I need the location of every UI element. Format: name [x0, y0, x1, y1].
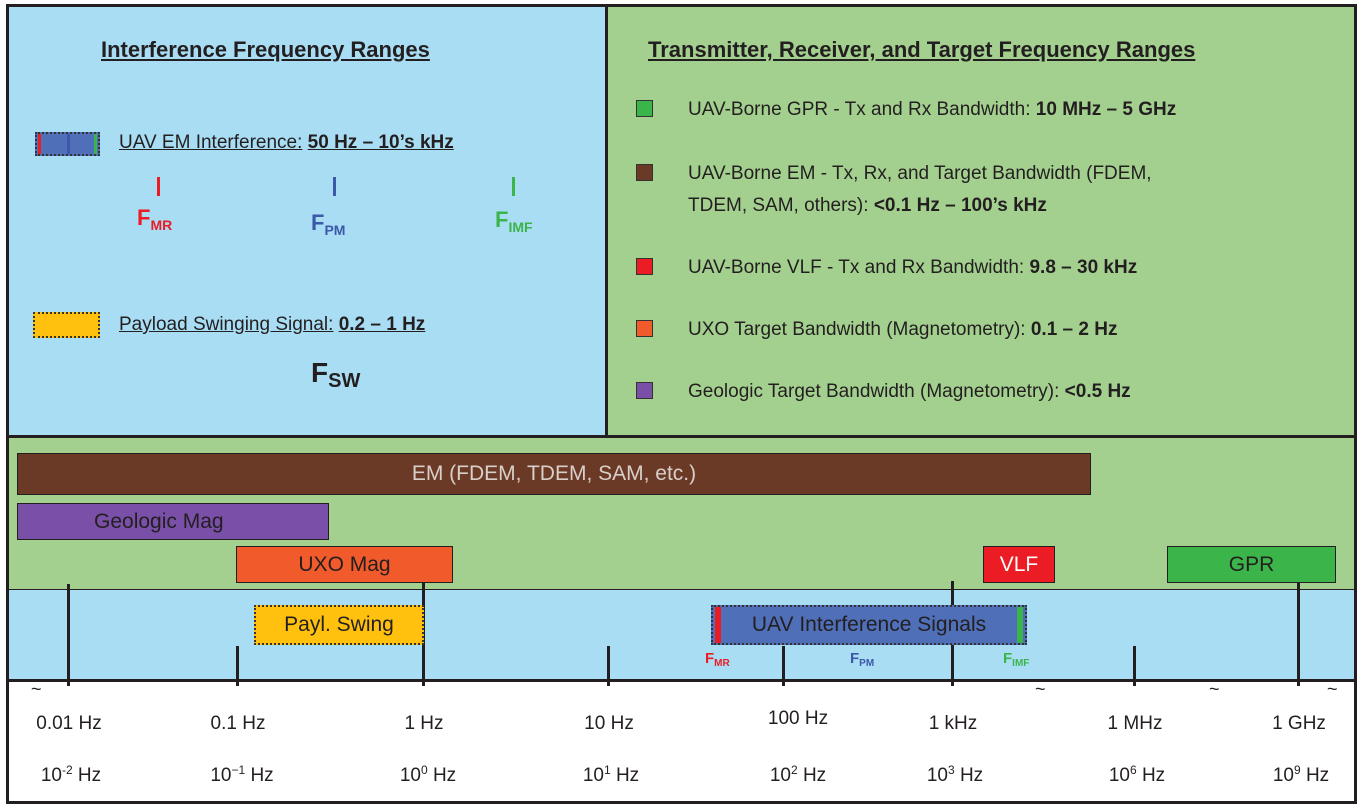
vlf-bar: VLF [983, 546, 1055, 583]
bar-f-imf-label: FIMF [1003, 650, 1030, 669]
payload-label: Payload Swinging Signal: [119, 314, 334, 335]
axis-power-3: 101 Hz [582, 763, 640, 786]
uxo-mag-bar: UXO Mag [236, 546, 453, 583]
bar-f-pm-label: FPM [850, 650, 875, 669]
axis-power-2: 100 Hz [399, 763, 457, 786]
em-bar: EM (FDEM, TDEM, SAM, etc.) [17, 453, 1091, 495]
tick-0-01hz [67, 584, 70, 686]
axis-power-0: 10-2 Hz [40, 763, 102, 786]
axis-label-0-1hz: 0.1 Hz [210, 713, 266, 734]
f-mr-band [715, 607, 721, 643]
f-imf-marker [512, 177, 515, 196]
axis-power-4: 102 Hz [769, 763, 827, 786]
payload-swatch [33, 312, 100, 338]
interference-panel: Interference Frequency Ranges UAV EM Int… [6, 4, 608, 438]
frequency-scale-panel: EM (FDEM, TDEM, SAM, etc.) Geologic Mag … [6, 435, 1357, 804]
f-mr-label: FMR [137, 205, 173, 233]
payload-swing-bar: Payl. Swing [254, 605, 424, 645]
f-pm-marker [333, 177, 336, 196]
axis-label-100hz: 100 Hz [767, 708, 829, 729]
transmitter-panel: Transmitter, Receiver, and Target Freque… [605, 4, 1357, 438]
f-imf-label: FIMF [495, 207, 533, 235]
axis-label-1hz: 1 Hz [404, 713, 444, 734]
uav-interference-label: UAV Interference Signals [751, 613, 987, 636]
bar-f-mr-label: FMR [705, 650, 730, 669]
gpr-bar: GPR [1167, 546, 1336, 583]
uav-em-interference-text: UAV EM Interference: 50 Hz – 10’s kHz [119, 132, 454, 154]
axis-label-1ghz: 1 GHz [1272, 713, 1326, 734]
axis-break-3: ~ [1209, 679, 1220, 699]
legend-em-text-line1: UAV-Borne EM - Tx, Rx, and Target Bandwi… [688, 163, 1152, 184]
axis-line [9, 679, 1354, 682]
f-imf-band [1017, 607, 1023, 643]
axis-label-1mhz: 1 MHz [1107, 713, 1163, 734]
legend-em-swatch [636, 164, 653, 181]
uav-em-label: UAV EM Interference: [119, 132, 303, 153]
tick-1ghz [1297, 578, 1300, 686]
legend-vlf-text: UAV-Borne VLF - Tx and Rx Bandwidth: 9.8… [688, 257, 1138, 278]
payload-range: 0.2 – 1 Hz [338, 314, 426, 335]
legend-em-text-line2: TDEM, SAM, others): <0.1 Hz – 100’s kHz [688, 195, 1047, 216]
f-mr-marker [157, 177, 160, 196]
legend-geologic-swatch [636, 382, 653, 399]
legend-vlf-swatch [636, 258, 653, 275]
uav-em-range: 50 Hz – 10’s kHz [307, 132, 454, 153]
legend-geologic-text: Geologic Target Bandwidth (Magnetometry)… [688, 381, 1131, 402]
f-pm-label: FPM [311, 210, 346, 238]
axis-break-2: ~ [1035, 679, 1046, 699]
axis-break-4: ~ [1327, 679, 1338, 699]
axis-label-1khz: 1 kHz [928, 713, 978, 734]
axis-power-6: 106 Hz [1108, 763, 1166, 786]
uav-em-swatch [35, 132, 100, 156]
transmitter-heading: Transmitter, Receiver, and Target Freque… [648, 37, 1196, 62]
interference-band [9, 589, 1354, 680]
tick-1mhz [1133, 646, 1136, 686]
axis-label-0-01hz: 0.01 Hz [36, 713, 102, 734]
axis-label-10hz: 10 Hz [584, 713, 634, 734]
tick-10hz [607, 646, 610, 686]
payload-swinging-text: Payload Swinging Signal: 0.2 – 1 Hz [119, 314, 425, 336]
legend-gpr-swatch [636, 100, 653, 117]
uav-interference-bar: UAV Interference Signals [711, 605, 1027, 645]
f-sw-label: FSW [311, 357, 361, 392]
legend-uxo-text: UXO Target Bandwidth (Magnetometry): 0.1… [688, 319, 1118, 340]
axis-power-1: 10−1 Hz [210, 763, 274, 786]
axis-break-1: ~ [31, 679, 42, 699]
legend-gpr-text: UAV-Borne GPR - Tx and Rx Bandwidth: 10 … [688, 99, 1177, 120]
axis-power-5: 103 Hz [926, 763, 984, 786]
tick-0-1hz [236, 646, 239, 686]
axis-power-7: 109 Hz [1272, 763, 1330, 786]
interference-heading: Interference Frequency Ranges [101, 37, 430, 62]
legend-uxo-swatch [636, 320, 653, 337]
tick-100hz [782, 646, 785, 686]
geologic-mag-bar: Geologic Mag [17, 503, 329, 540]
